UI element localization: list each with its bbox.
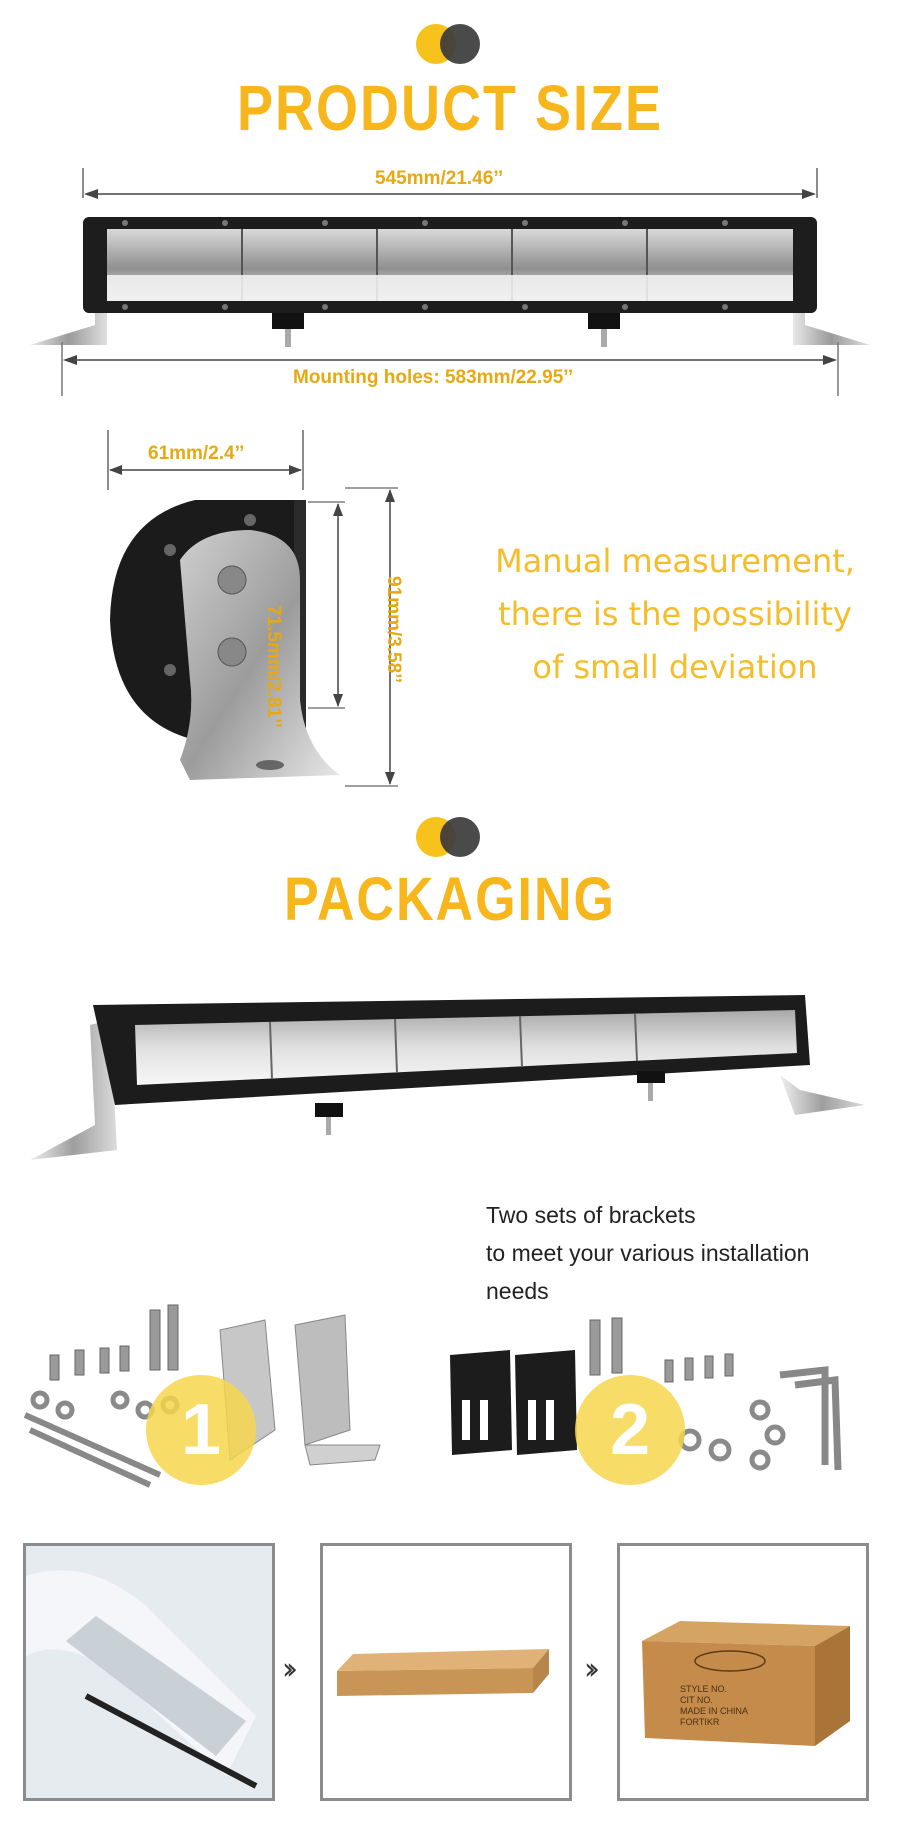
deviation-note-line: of small deviation — [532, 648, 818, 686]
mounting-dimension-line — [61, 342, 839, 396]
wrapped-bar-image — [26, 1546, 272, 1798]
brackets-note: Two sets of brackets to meet your variou… — [486, 1196, 809, 1310]
box-label-line: CIT NO. — [680, 1695, 713, 1705]
light-bar-side-image — [107, 430, 398, 787]
packaging-title: PACKAGING — [284, 865, 616, 935]
light-bar-angled-image — [30, 995, 865, 1160]
depth-label: 61mm/2.4’’ — [148, 443, 245, 464]
brackets-note-line: Two sets of brackets — [486, 1202, 696, 1228]
product-size-title: PRODUCT SIZE — [236, 73, 664, 145]
length-label: 545mm/21.46’’ — [375, 168, 504, 189]
light-bar-front-image — [30, 217, 870, 347]
section-dots-icon — [408, 815, 488, 859]
deviation-note-line: there is the possibility — [498, 595, 852, 633]
shipping-tube-image — [337, 1649, 549, 1696]
kit-number-badge: 1 — [146, 1375, 256, 1485]
arrow-right-icon: ›› — [282, 1652, 298, 1687]
bracket-kit-1-image — [23, 1304, 381, 1488]
section-dots-icon — [408, 22, 488, 66]
total-height-label: 91mm/3.58’’ — [383, 576, 404, 684]
box-label-line: FORTIKR — [680, 1717, 720, 1727]
kit-number-badge: 2 — [575, 1375, 685, 1485]
bracket-kit-2-image — [450, 1317, 842, 1471]
packaging-step-tube — [320, 1543, 572, 1801]
packaging-step-wrapped — [23, 1543, 275, 1801]
shipping-box-image — [642, 1621, 850, 1746]
box-label-line: STYLE NO. — [680, 1684, 728, 1694]
length-dimension-line — [82, 168, 818, 199]
arrow-right-icon: ›› — [584, 1652, 600, 1687]
bracket-height-label: 71.5mm/2.81’’ — [263, 605, 284, 728]
box-label: STYLE NO. CIT NO. MADE IN CHINA FORTIKR — [680, 1684, 748, 1728]
deviation-note: Manual measurement, there is the possibi… — [470, 535, 880, 694]
mounting-holes-label: Mounting holes: 583mm/22.95’’ — [293, 367, 574, 388]
deviation-note-line: Manual measurement, — [495, 542, 855, 580]
brackets-note-line: needs — [486, 1278, 549, 1304]
brackets-note-line: to meet your various installation — [486, 1240, 810, 1266]
packaging-step-box: STYLE NO. CIT NO. MADE IN CHINA FORTIKR — [617, 1543, 869, 1801]
box-label-line: MADE IN CHINA — [680, 1706, 749, 1716]
